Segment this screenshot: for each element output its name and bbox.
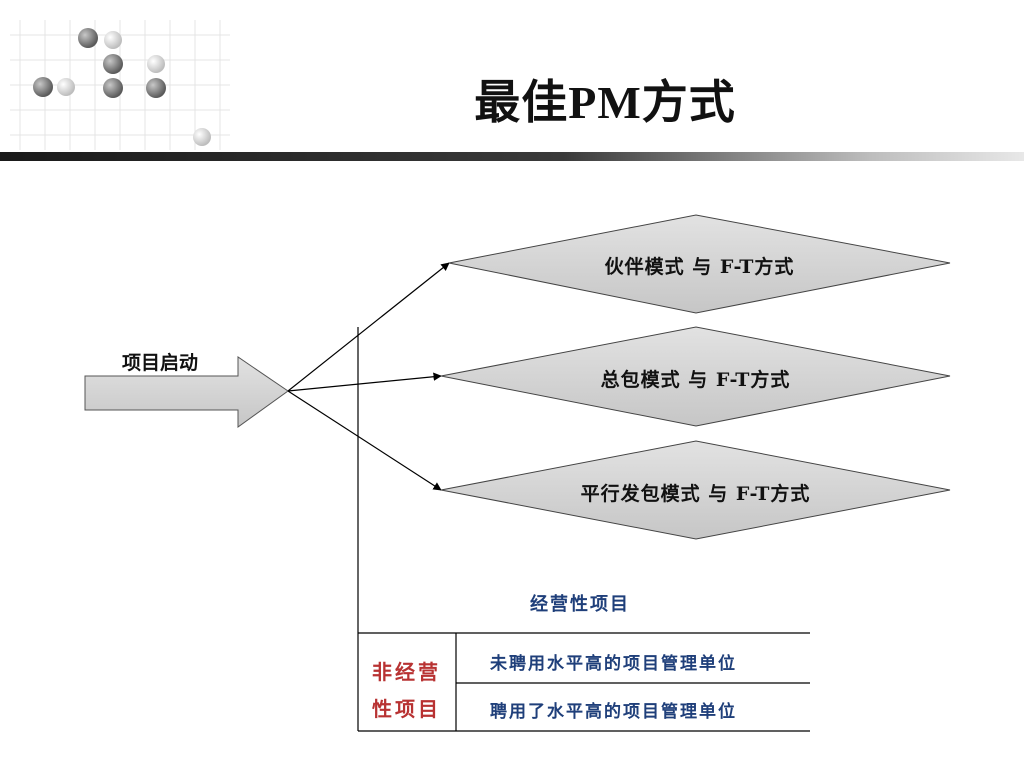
connector-to-mode-3 — [287, 390, 442, 491]
table-row-1: 未聘用水平高的项目管理单位 — [490, 654, 737, 674]
mode-diamond-1 — [448, 214, 951, 314]
start-arrow-shape — [84, 356, 289, 428]
project-type-bracket — [357, 327, 810, 732]
non-operating-label-line2: 性项目 — [372, 697, 441, 721]
connector-to-mode-1 — [287, 262, 450, 392]
non-operating-label-line1: 非经营 — [372, 660, 441, 684]
page-title: 最佳PM方式 — [474, 77, 736, 128]
title-underline-bar — [0, 152, 1024, 161]
mode-label-3: 平行发包模式 与 F-T方式 — [580, 483, 811, 505]
mode-label-2: 总包模式 与 F-T方式 — [600, 369, 791, 391]
decorative-balls — [33, 28, 211, 146]
mode-diamond-2 — [440, 326, 951, 427]
table-row-2: 聘用了水平高的项目管理单位 — [490, 702, 737, 722]
mode-label-1: 伙伴模式 与 F-T方式 — [604, 256, 795, 278]
connector-to-mode-2 — [287, 372, 442, 392]
start-label: 项目启动 — [122, 352, 199, 374]
mode-diamond-3 — [440, 440, 951, 540]
operating-project-label: 经营性项目 — [530, 594, 630, 615]
connector-arrows — [287, 262, 450, 491]
